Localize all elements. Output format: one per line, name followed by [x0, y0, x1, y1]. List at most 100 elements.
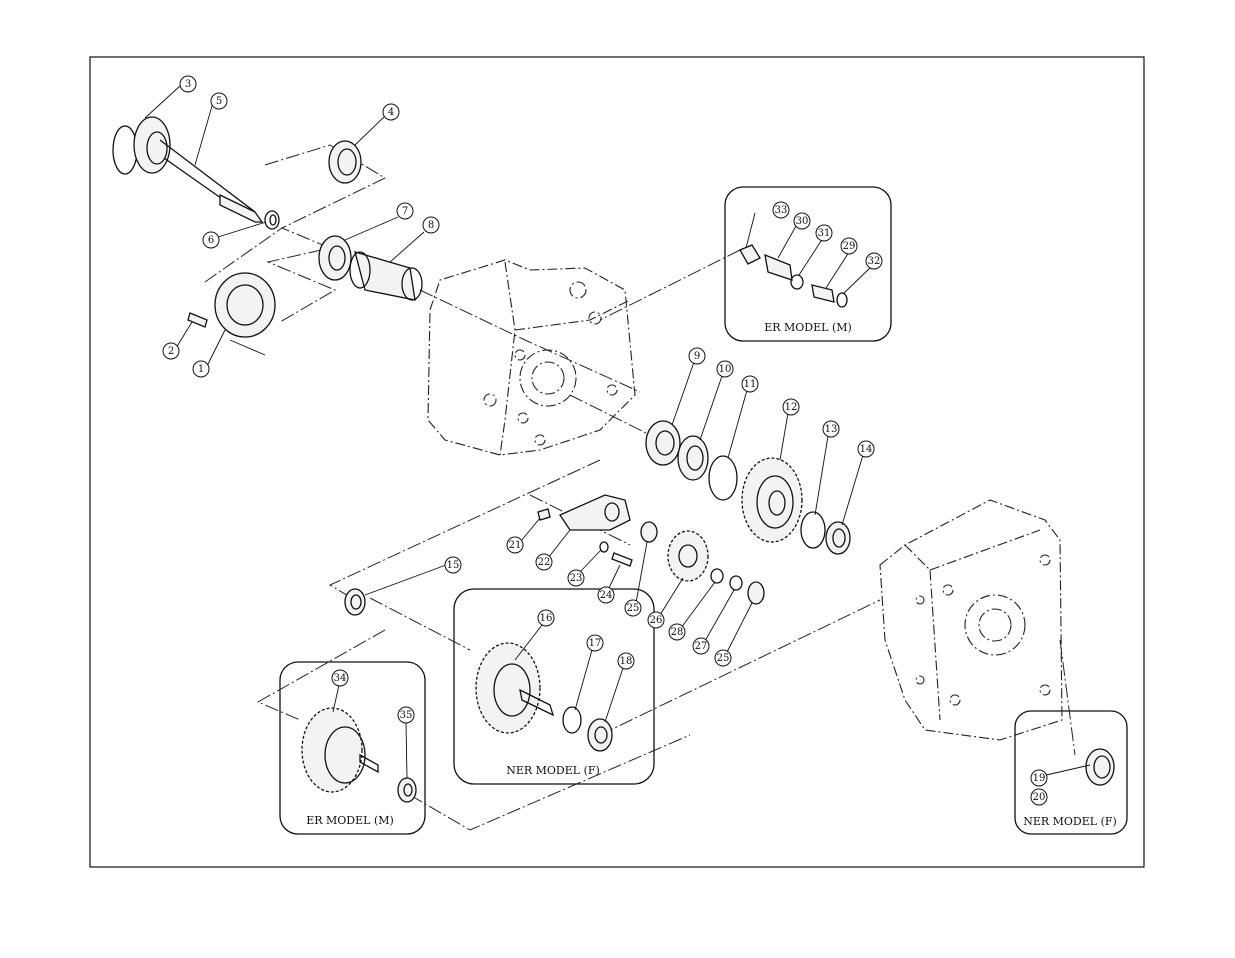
callout-number: 31: [818, 228, 831, 239]
callout-c24: 24: [597, 586, 615, 604]
callout-c16: 16: [537, 609, 555, 627]
part-bearing-18: [587, 718, 613, 752]
callout-number: 27: [695, 641, 708, 652]
part-bearing-14: [825, 521, 851, 555]
callout-circle: [822, 420, 840, 438]
part-gear-12: [741, 457, 803, 543]
callout-number: 6: [208, 235, 214, 246]
callout-circle: [535, 553, 553, 571]
callout-c11: 11: [741, 375, 759, 393]
callout-number: 17: [589, 638, 602, 649]
callout-number: 12: [785, 402, 798, 413]
part-bearing-25a: [640, 521, 658, 543]
callout-number: 22: [538, 557, 551, 568]
callout-leaders: [144, 85, 1091, 779]
callout-c26: 26: [647, 611, 665, 629]
callout-c25b: 25: [714, 649, 732, 667]
callout-number: 30: [796, 216, 809, 227]
callout-number: 9: [694, 351, 700, 362]
callout-circle: [210, 92, 228, 110]
part-washer-23: [599, 541, 609, 553]
part-bearing-9: [645, 420, 681, 466]
callout-circle: [397, 706, 415, 724]
callout-c28: 28: [668, 623, 686, 641]
callout-number: 13: [825, 424, 838, 435]
part-snapring-17: [562, 706, 582, 734]
part-bracket-22: [559, 494, 631, 531]
callout-c17: 17: [586, 634, 604, 652]
callout-c19: 19: [1030, 769, 1048, 787]
part-snapring-13: [800, 511, 826, 549]
part-washer-28: [710, 568, 724, 584]
part-seal-15: [344, 588, 366, 616]
inset-er-top-label: ER MODEL (M): [764, 321, 852, 334]
part-screw-24: [611, 552, 633, 567]
callout-circle: [815, 224, 833, 242]
callout-circle: [202, 231, 220, 249]
part-bearing-35: [397, 777, 417, 803]
callout-number: 33: [775, 205, 788, 216]
part-bearing-25b: [747, 581, 765, 605]
callout-c33: 33: [772, 201, 790, 219]
inset-ner-model-center: NER MODEL (F): [453, 588, 655, 785]
callout-c3: 3: [179, 75, 197, 93]
part-bearing-10: [677, 435, 709, 481]
inset-er-model-top: ER MODEL (M): [724, 186, 892, 342]
part-plug-19-20: [1085, 748, 1115, 786]
part-pin-21: [537, 508, 551, 521]
callout-circle: [162, 342, 180, 360]
callout-number: 25: [627, 603, 640, 614]
callout-number: 20: [1033, 792, 1046, 803]
inset-er-model-bottom: ER MODEL (M): [279, 661, 426, 835]
callout-c5: 5: [210, 92, 228, 110]
callout-number: 21: [509, 540, 522, 551]
callout-markers: 1234567891011121314151617181920212223242…: [162, 75, 1048, 806]
inset-ner-center-label: NER MODEL (F): [506, 764, 600, 777]
callout-number: 3: [185, 79, 191, 90]
callout-number: 8: [428, 220, 434, 231]
callout-c7: 7: [396, 202, 414, 220]
callout-c8: 8: [422, 216, 440, 234]
callout-circle: [567, 569, 585, 587]
callout-number: 32: [868, 256, 881, 267]
callout-number: 25: [717, 653, 730, 664]
callout-c15: 15: [444, 556, 462, 574]
callout-c23: 23: [567, 569, 585, 587]
part-washer-6: [264, 210, 280, 230]
inset-er-bottom-label: ER MODEL (M): [306, 814, 394, 827]
callout-c20: 20: [1030, 788, 1048, 806]
callout-circle: [772, 201, 790, 219]
callout-circle: [422, 216, 440, 234]
callout-circle: [716, 360, 734, 378]
callout-number: 29: [843, 241, 856, 252]
callout-c27: 27: [692, 637, 710, 655]
callout-circle: [688, 347, 706, 365]
callout-c18: 18: [617, 652, 635, 670]
part-shaft-assembly: [112, 116, 264, 223]
callout-c2: 2: [162, 342, 180, 360]
callout-c35: 35: [397, 706, 415, 724]
callout-c25a: 25: [624, 599, 642, 617]
callout-circle: [586, 634, 604, 652]
part-er-top-assembly: [739, 244, 848, 308]
callout-number: 10: [719, 364, 732, 375]
callout-circle: [331, 669, 349, 687]
callout-c12: 12: [782, 398, 800, 416]
callout-number: 1: [198, 364, 204, 375]
part-gear-16: [475, 642, 555, 734]
callout-number: 2: [168, 346, 174, 357]
callout-circle: [668, 623, 686, 641]
callout-number: 24: [600, 590, 613, 601]
callout-circle: [192, 360, 210, 378]
cover-plate-housing: [879, 499, 1063, 741]
callout-circle: [714, 649, 732, 667]
callout-c22: 22: [535, 553, 553, 571]
gearcase-housing: [427, 259, 636, 456]
diagram-border: [89, 56, 1145, 868]
callout-circle: [624, 599, 642, 617]
callout-circle: [537, 609, 555, 627]
callout-circle: [506, 536, 524, 554]
callout-number: 28: [671, 627, 684, 638]
callout-c4: 4: [382, 103, 400, 121]
